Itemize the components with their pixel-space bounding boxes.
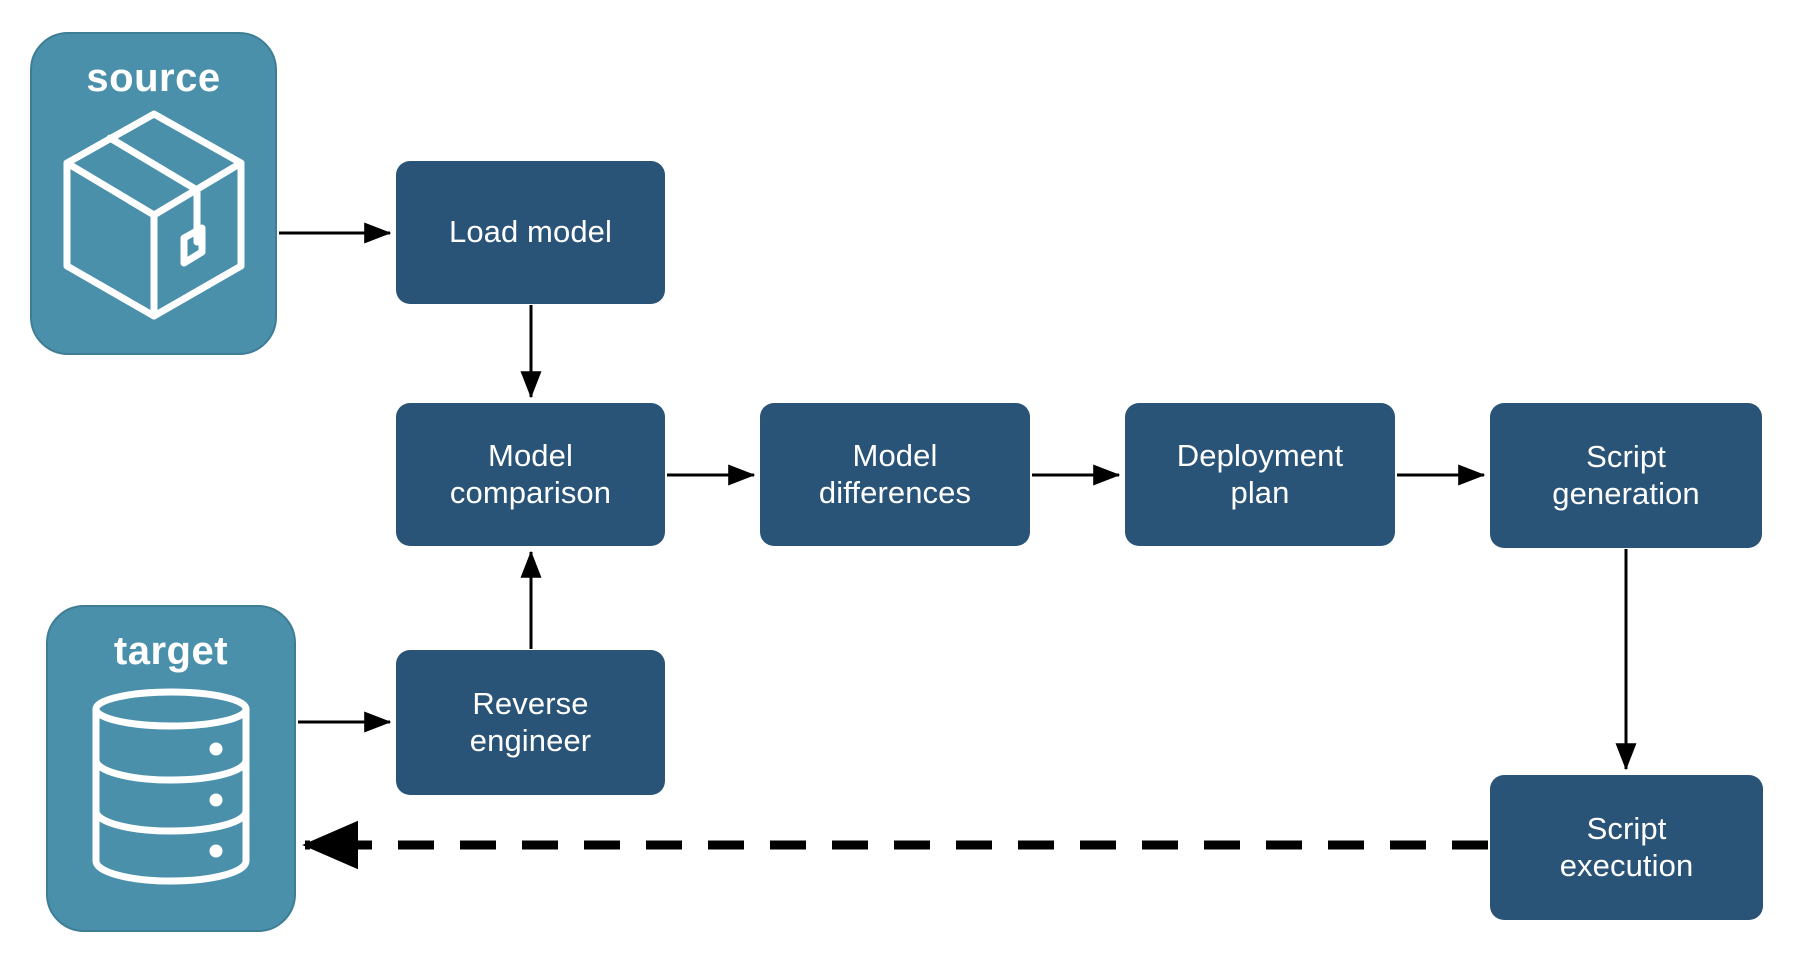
node-script-generation-label: Script generation <box>1552 438 1700 511</box>
node-script-generation[interactable]: Script generation <box>1490 403 1762 548</box>
node-deployment-plan-label: Deployment plan <box>1176 437 1344 510</box>
node-deployment-plan[interactable]: Deployment plan <box>1125 403 1395 546</box>
endpoint-target[interactable]: target <box>46 605 296 932</box>
database-cylinder-icon <box>89 685 253 890</box>
node-load-model-label: Load model <box>448 214 612 250</box>
package-box-icon <box>59 106 249 329</box>
node-model-differences[interactable]: Model differences <box>760 403 1030 546</box>
node-reverse-engineer-label: Reverse engineer <box>469 685 592 758</box>
endpoint-source[interactable]: source <box>30 32 277 355</box>
endpoint-source-label: source <box>86 56 221 100</box>
node-reverse-engineer[interactable]: Reverse engineer <box>396 650 665 795</box>
node-load-model[interactable]: Load model <box>396 161 665 304</box>
node-model-comparison[interactable]: Model comparison <box>396 403 665 546</box>
node-script-execution-label: Script execution <box>1559 810 1694 883</box>
endpoint-target-label: target <box>113 629 229 673</box>
node-model-differences-label: Model differences <box>818 437 972 510</box>
node-model-comparison-label: Model comparison <box>449 437 612 510</box>
node-script-execution[interactable]: Script execution <box>1490 775 1763 920</box>
